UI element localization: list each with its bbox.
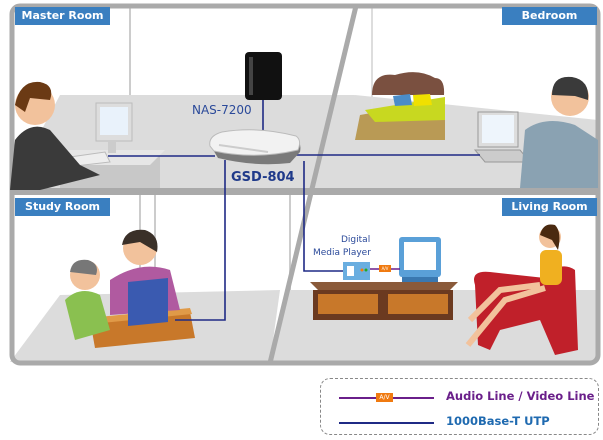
legend-av-badge: A/V [376,393,393,402]
nas-device-illustration [245,52,282,100]
legend-av-label: Audio Line / Video Line [446,389,595,403]
av-badge [379,265,391,272]
legend-item-av: A/V Audio Line / Video Line [321,389,598,405]
tv-illustration [399,237,441,282]
legend: A/V Audio Line / Video Line 1000Base-T U… [320,378,599,435]
switch-label: GSD-804 [231,170,295,185]
room-label-study: Study Room [15,198,110,216]
switch-device-illustration [209,129,301,165]
utp-line-swatch [339,422,434,424]
room-label-living: Living Room [502,198,597,216]
media-player-label-line2: Media Player [313,248,371,258]
room-label-master: Master Room [15,7,110,25]
bedroom-bed-illustration [355,72,445,140]
study-room-cable [175,160,226,321]
room-label-bedroom: Bedroom [502,7,597,25]
legend-utp-label: 1000Base-T UTP [446,414,550,428]
media-player-illustration [343,262,370,280]
tv-cabinet-illustration [310,282,458,320]
media-player-cable [303,161,343,272]
wall-divider [267,5,359,364]
bedroom-user-illustration [473,76,598,188]
master-room-user-illustration [10,81,165,190]
nas-label: NAS-7200 [192,103,252,117]
floor-divider [12,188,598,195]
study-room-users-illustration [65,229,195,348]
living-room-user-illustration [465,224,578,355]
av-badge-text: A/V [381,266,389,271]
legend-item-utp: 1000Base-T UTP [321,414,598,430]
media-player-label-line1: Digital [341,235,371,245]
